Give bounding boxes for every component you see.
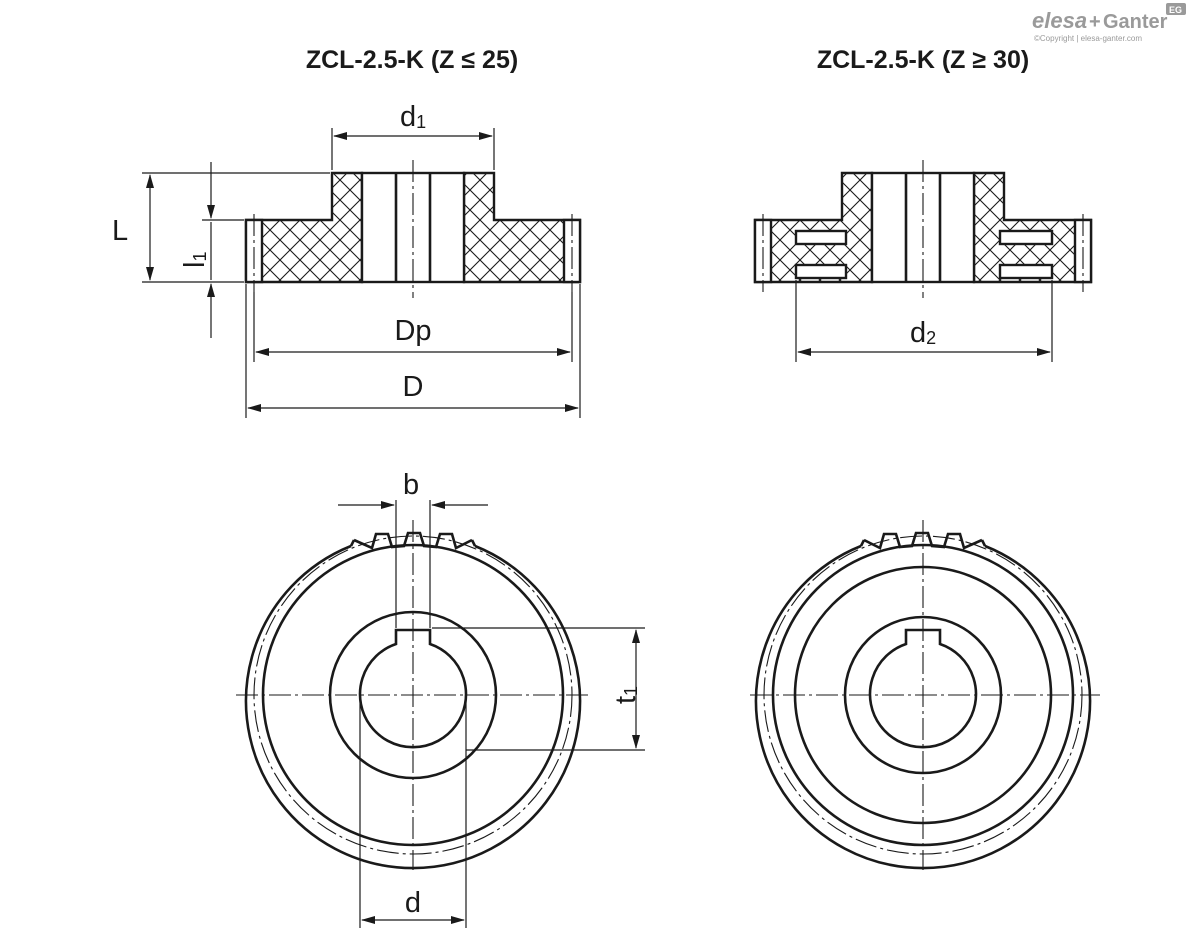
- copyright-text: ©Copyright | elesa-ganter.com: [1034, 34, 1142, 43]
- dim-Dp: Dp: [394, 315, 431, 347]
- gear-teeth-left: [353, 531, 473, 550]
- dim-b: b: [403, 469, 419, 501]
- groove-bottom-left: [794, 263, 848, 280]
- groove-top-right: [998, 229, 1054, 246]
- dim-l1: l1: [179, 252, 211, 268]
- gear-teeth-right: [863, 531, 983, 550]
- title-right: ZCL-2.5-K (Z ≥ 30): [817, 46, 1029, 74]
- logo-badge: [1166, 3, 1186, 15]
- brand-logo: elesa + Ganter EG ©Copyright | elesa-gan…: [1032, 3, 1186, 43]
- svg-text:Ganter: Ganter: [1103, 11, 1168, 33]
- groove-top-left: [794, 229, 848, 246]
- svg-text:+: +: [1089, 11, 1101, 33]
- bore-keyway-right: [868, 628, 978, 749]
- bore-keyway-left: [358, 628, 468, 749]
- dim-d2: d2: [910, 317, 936, 349]
- left-front-view: b t1 d: [236, 469, 645, 928]
- dim-D: D: [403, 371, 424, 403]
- right-section-view: d2: [753, 160, 1093, 362]
- right-front-view: [750, 520, 1100, 870]
- svg-text:elesa: elesa: [1032, 8, 1087, 33]
- dim-L: L: [112, 215, 128, 247]
- svg-text:EG: EG: [1169, 5, 1182, 15]
- section-hatch-right: [462, 171, 582, 284]
- dim-t1: t1: [610, 686, 642, 704]
- dim-d: d: [405, 887, 421, 919]
- left-section-view: d1 L l1 Dp D: [112, 101, 582, 418]
- dim-d1: d1: [400, 101, 426, 133]
- groove-bottom-right: [998, 263, 1054, 280]
- title-left: ZCL-2.5-K (Z ≤ 25): [306, 46, 518, 74]
- section-hatch-left: [244, 171, 364, 284]
